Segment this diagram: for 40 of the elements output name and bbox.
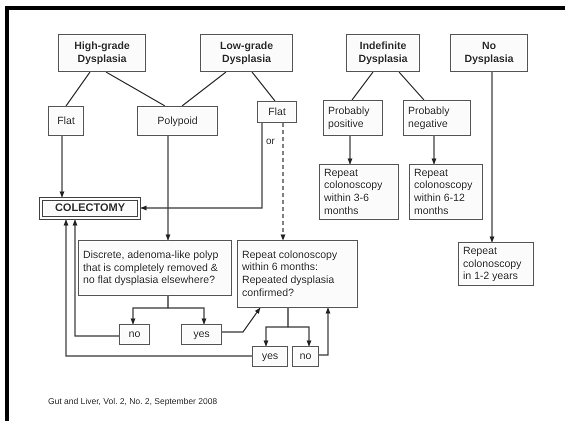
connector-line <box>252 72 276 102</box>
process-box: Repeat colonoscopy in 1-2 years <box>458 242 534 286</box>
process-box: Repeat colonoscopy within 6 months: Repeated dysplasia confirmed? <box>237 240 358 308</box>
arrow <box>490 72 494 242</box>
category-box: No Dysplasia <box>450 34 528 72</box>
process-box: no <box>292 346 319 367</box>
connector-line <box>398 72 424 100</box>
arrow <box>167 296 206 324</box>
connector-line <box>66 72 90 106</box>
arrow <box>140 123 263 210</box>
connector-line <box>182 72 226 106</box>
arrow <box>432 136 436 164</box>
process-box: Repeat colonoscopy within 3-6 months <box>319 164 399 220</box>
arrow <box>72 220 119 337</box>
arrow <box>60 136 64 198</box>
process-box: Flat <box>48 106 84 136</box>
process-box: no <box>119 324 150 345</box>
outcome-box: COLECTOMY <box>39 197 141 220</box>
process-box: Probably negative <box>403 100 471 136</box>
arrow <box>319 308 330 356</box>
branch-label: or <box>266 136 275 147</box>
arrow <box>166 136 170 240</box>
category-box: Indefinite Dysplasia <box>346 34 420 72</box>
arrow <box>287 308 312 346</box>
process-box: Probably positive <box>323 100 383 136</box>
process-box: Repeat colonoscopy within 6-12 months <box>409 164 483 220</box>
connector-line <box>352 72 374 100</box>
category-box: Low-grade Dysplasia <box>200 34 293 72</box>
arrow <box>348 136 352 164</box>
process-box: yes <box>252 346 288 367</box>
arrow <box>280 123 286 240</box>
connector-line <box>106 71 166 107</box>
category-box: High-grade Dysplasia <box>58 34 146 72</box>
arrow <box>222 308 260 333</box>
process-box: Discrete, adenoma-like polyp that is completely removed & no flat dysplasia elsewhere? <box>78 240 232 296</box>
source-citation: Gut and Liver, Vol. 2, No. 2, September 2008 <box>48 396 218 406</box>
arrow <box>64 220 252 357</box>
process-box: Polypoid <box>137 106 218 136</box>
process-box: yes <box>181 324 222 345</box>
process-box: Flat <box>257 101 297 123</box>
